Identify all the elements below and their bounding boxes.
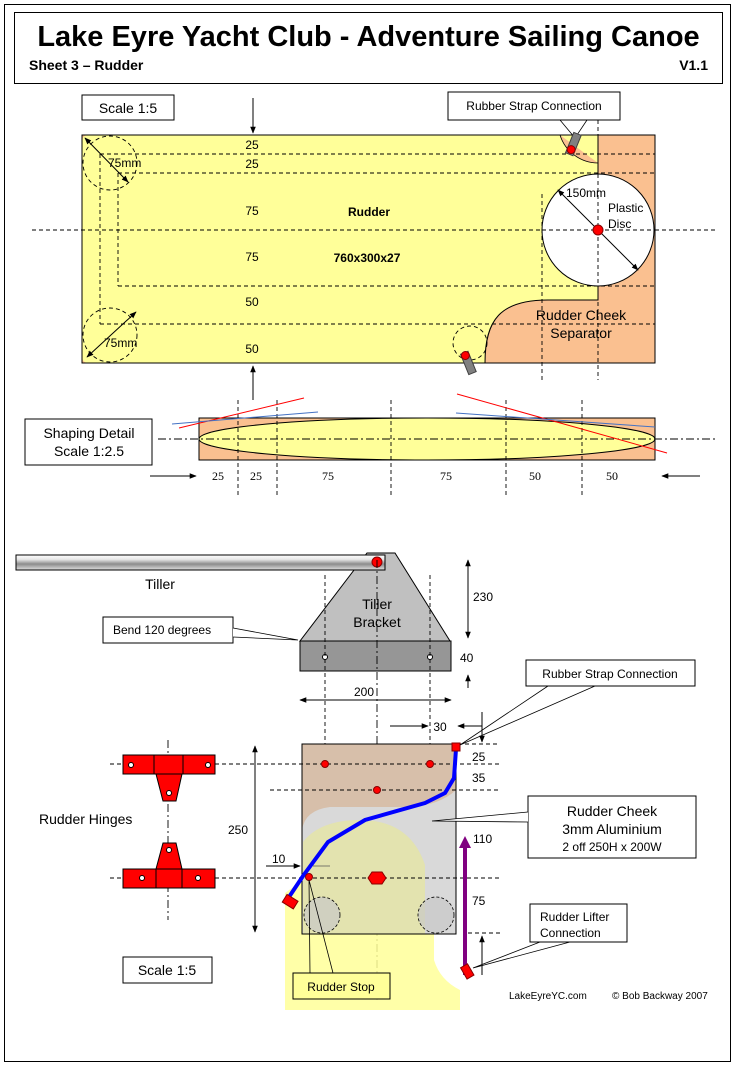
rudder-size: 760x300x27: [334, 251, 401, 265]
dim-250-label: 250: [228, 823, 248, 837]
cheek-strap-callout-box: [525, 659, 696, 687]
copyright-label: © Bob Backway 2007: [612, 991, 708, 1002]
version-label: V1.1: [679, 57, 708, 73]
svg-text:50: 50: [245, 295, 259, 309]
hinges-label: Rudder Hinges: [39, 811, 132, 827]
lifter-callout-1: Rudder Lifter: [540, 910, 609, 924]
dim-75-label: 75: [472, 894, 486, 908]
strap-connector-bottom: [459, 350, 477, 376]
cheek-strap-callout-text: Rubber Strap Connection: [542, 667, 677, 681]
svg-text:50: 50: [245, 342, 259, 356]
rudder-blade: [82, 135, 598, 363]
corner-radius-arrow-bottom: [86, 311, 137, 358]
radius-label-bottom: 75mm: [104, 336, 137, 350]
taper-line-blue-left: [171, 411, 319, 425]
taper-line-red-left: [178, 397, 305, 429]
dim-25-label: 25: [472, 750, 486, 764]
svg-text:25: 25: [212, 469, 224, 483]
cheek-callout-1: Rudder Cheek: [567, 803, 658, 819]
svg-text:75: 75: [245, 204, 259, 218]
taper-line-red-right: [456, 393, 668, 454]
cheek-scale-box: [122, 956, 213, 984]
bolt-marker: [321, 760, 329, 768]
strap-connection-marker: [451, 742, 461, 752]
offset-dim-label: 30: [433, 720, 447, 734]
dim-35-label: 35: [472, 771, 486, 785]
rudder-cheek-assembly: Rubber Strap Connection 30 25 35 Rudder …: [39, 659, 697, 1010]
cheek-callout-3: 2 off 250H x 200W: [562, 840, 662, 854]
cheek-callout-2: 3mm Aluminium: [562, 821, 662, 837]
page-title: Lake Eyre Yacht Club - Adventure Sailing…: [37, 21, 700, 53]
rudder-rope: [287, 748, 458, 899]
svg-text:25: 25: [245, 138, 259, 152]
strap-callout-text: Rubber Strap Connection: [466, 99, 601, 113]
hinge-top: [122, 754, 216, 802]
strap-connector-top: [564, 131, 582, 157]
rudder-stop-marker: [305, 873, 313, 881]
bolt-marker: [373, 786, 381, 794]
svg-text:75: 75: [245, 250, 259, 264]
separator-label-2: Separator: [550, 325, 612, 341]
bolt-marker: [426, 760, 434, 768]
svg-text:50: 50: [606, 469, 618, 483]
bracket-label-2: Bracket: [353, 614, 401, 630]
scale-label: Scale 1:5: [99, 100, 158, 116]
separator-outline: [484, 135, 599, 364]
website-label: LakeEyreYC.com: [509, 991, 587, 1002]
dim-110-label: 110: [473, 832, 492, 846]
cheek-scale-label: Scale 1:5: [138, 962, 197, 978]
disc-label-1: Plastic: [608, 201, 643, 215]
separator-label-1: Rudder Cheek: [536, 307, 627, 323]
rudder-outline: [81, 134, 656, 364]
rudder-name: Rudder: [348, 205, 390, 219]
bend-callout-text: Bend 120 degrees: [113, 623, 211, 637]
shaping-label-2: Scale 1:2.5: [54, 443, 124, 459]
disc-label-2: Disc: [608, 217, 631, 231]
bend-callout-box: [102, 616, 234, 644]
sheet-border: [4, 4, 731, 1062]
svg-text:25: 25: [250, 469, 262, 483]
tiller-tube: [15, 554, 386, 571]
shaping-dimensions: 25 25 75 75 50 50: [212, 469, 618, 483]
pivot-bolt: [367, 871, 387, 885]
rudder-plan: Scale 1:5 Rubber Strap Connection: [32, 91, 715, 400]
tiller-assembly: Tiller Tiller Bracket Bend 120 degrees 2…: [15, 552, 493, 1000]
strap-callout-box: [447, 91, 621, 121]
shaping-detail: Shaping Detail Scale 1:2.5 25 25 75 75 5…: [24, 393, 715, 495]
disc-pivot-marker: [592, 224, 604, 236]
svg-text:50: 50: [529, 469, 541, 483]
dim-10-label: 10: [272, 852, 286, 866]
height-dim-label: 230: [473, 590, 493, 604]
scale-box: [81, 94, 175, 121]
radius-label-top: 75mm: [108, 156, 141, 170]
tiller-label: Tiller: [145, 576, 175, 592]
svg-text:75: 75: [322, 469, 334, 483]
bracket-label-1: Tiller: [362, 596, 392, 612]
corner-radius-arrow-top: [84, 137, 129, 183]
cheek-callout-box: [527, 795, 697, 859]
disc-diameter-label: 150mm: [566, 186, 606, 200]
stop-callout-text: Rudder Stop: [307, 980, 375, 994]
lifter-connection-marker: [459, 963, 475, 980]
thickness-dim-label: 40: [460, 651, 474, 665]
hinge-bottom: [122, 842, 216, 889]
svg-text:75: 75: [440, 469, 452, 483]
stop-callout-box: [292, 972, 391, 1000]
taper-line-blue-right: [455, 412, 656, 428]
lifter-callout-box: [529, 903, 628, 943]
lifter-callout-2: Connection: [540, 926, 601, 940]
shaping-label-1: Shaping Detail: [43, 425, 134, 441]
shaping-label-box: [24, 418, 153, 466]
sheet-label: Sheet 3 – Rudder: [29, 57, 144, 73]
title-block: Lake Eyre Yacht Club - Adventure Sailing…: [14, 12, 723, 84]
vertical-dimensions: 25 25 75 75 50 50: [245, 138, 259, 356]
rope-anchor: [281, 893, 299, 910]
width-dim-label: 200: [354, 685, 374, 699]
svg-text:25: 25: [245, 157, 259, 171]
